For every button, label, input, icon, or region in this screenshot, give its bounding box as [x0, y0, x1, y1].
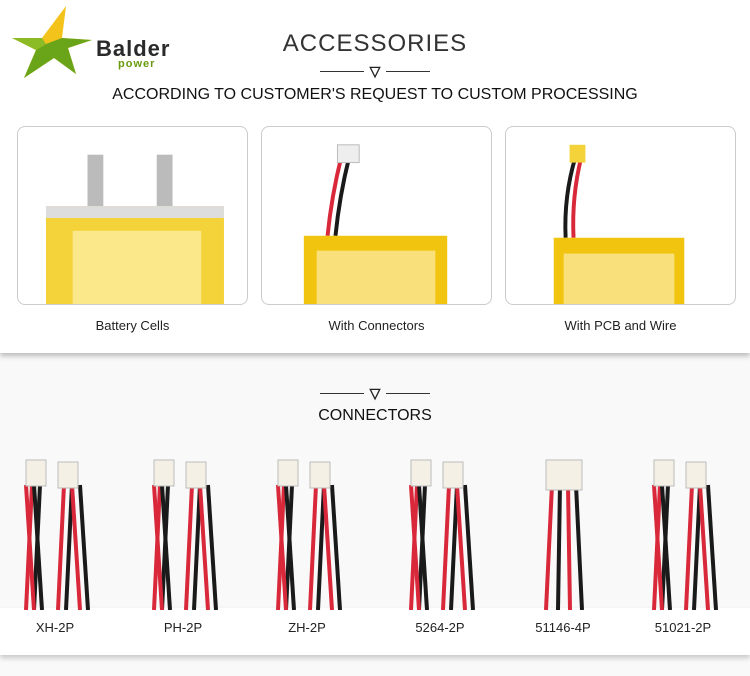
connector-image	[24, 459, 90, 610]
brand-name: Balder	[96, 36, 171, 61]
connector-image	[276, 459, 342, 610]
accessory-label: Battery Cells	[95, 318, 170, 333]
divider: ▽	[0, 63, 750, 80]
accessory-label: With PCB and Wire	[564, 318, 677, 333]
accessory-card-with-pcb-and-wire	[505, 126, 736, 305]
triangle-down-icon: ▽	[369, 63, 381, 79]
connector-label: 51146-4P	[535, 620, 591, 635]
connector-image	[409, 459, 475, 610]
connector-image	[544, 459, 584, 610]
connector-image	[652, 459, 718, 610]
battery-pcb-wire-image	[553, 144, 685, 304]
connector-label: 51021-2P	[654, 620, 712, 635]
page-subtitle: ACCORDING TO CUSTOMER'S REQUEST TO CUSTO…	[112, 86, 638, 103]
connectors-title: CONNECTORS	[318, 407, 432, 424]
battery-connector-image	[303, 144, 448, 304]
triangle-down-icon: ▽	[369, 385, 381, 401]
connector-label: 5264-2P	[415, 620, 465, 635]
connector-label: XH-2P	[35, 620, 75, 635]
brand-tagline: power	[118, 58, 156, 70]
page-title: ACCESSORIES	[282, 30, 468, 57]
connector-image	[152, 459, 218, 610]
logo-bolt-star-icon	[12, 6, 92, 78]
connector-label-band	[0, 608, 750, 655]
connector-label: ZH-2P	[288, 620, 326, 635]
accessory-card-battery-cells	[17, 126, 248, 305]
accessory-label: With Connectors	[328, 318, 425, 333]
divider: ▽	[0, 385, 750, 402]
connector-label: PH-2P	[163, 620, 203, 635]
accessory-card-with-connectors	[261, 126, 492, 305]
battery-cell-image	[45, 154, 224, 304]
